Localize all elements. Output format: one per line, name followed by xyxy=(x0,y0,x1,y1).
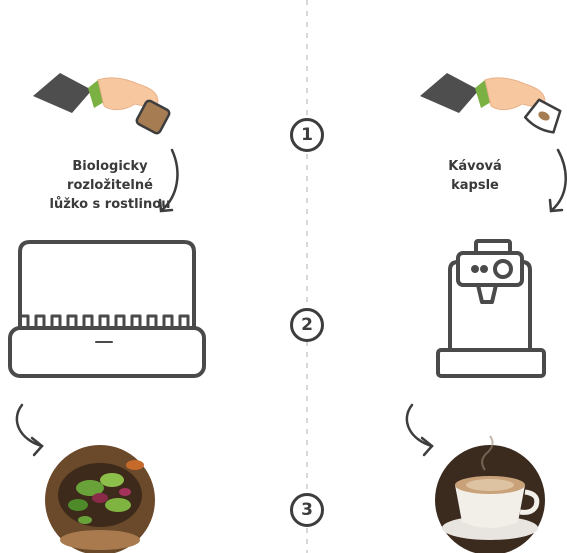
step-2-marker: 2 xyxy=(290,308,324,342)
caption-line: kapsle xyxy=(420,176,530,195)
hand-with-plant-pod-icon xyxy=(33,73,171,135)
coffee-machine-icon xyxy=(438,241,544,376)
step-3-marker: 3 xyxy=(290,493,324,527)
caption-line: rozložitelné xyxy=(30,176,190,195)
caption-line: lůžko s rostlinou xyxy=(30,195,190,214)
step-1-marker: 1 xyxy=(290,118,324,152)
curved-arrow-icon xyxy=(550,150,566,211)
plant-pod-caption: Biologicky rozložitelné lůžko s rostlino… xyxy=(30,157,190,214)
caption-line: Biologicky xyxy=(30,157,190,176)
curved-arrow-icon xyxy=(17,405,42,455)
salad-photo xyxy=(45,445,155,553)
coffee-cup-photo xyxy=(435,436,545,553)
curved-arrow-icon xyxy=(407,405,432,455)
caption-line: Kávová xyxy=(420,157,530,176)
coffee-capsule-caption: Kávová kapsle xyxy=(420,157,530,195)
hand-with-coffee-capsule-icon xyxy=(420,73,564,135)
planter-box-icon xyxy=(10,242,204,376)
